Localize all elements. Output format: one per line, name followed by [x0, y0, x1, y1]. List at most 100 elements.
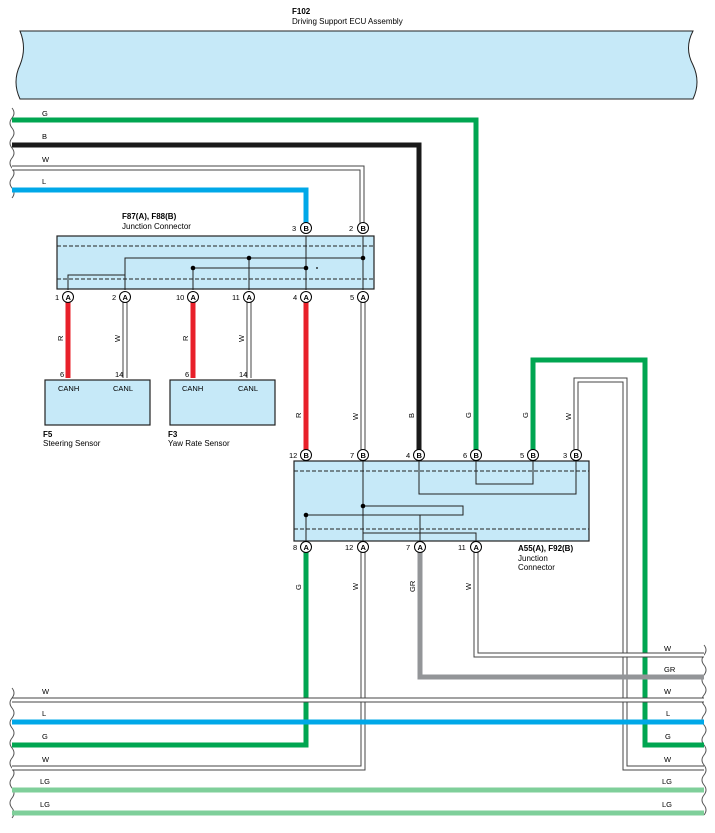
svg-text:CANH: CANH	[182, 384, 203, 393]
svg-text:B: B	[361, 224, 367, 233]
jc1-code: F87(A), F88(B)	[122, 212, 177, 221]
svg-text:4: 4	[406, 451, 410, 460]
wire-b-top	[12, 142, 422, 454]
jc1-pin: B 3	[292, 222, 312, 234]
svg-text:6: 6	[60, 370, 64, 379]
wire-g-top	[12, 117, 479, 454]
right-break-marks	[701, 644, 707, 816]
jc2-pin: A 7	[406, 541, 426, 553]
jc1-junction-dots	[190, 255, 366, 271]
svg-text:8: 8	[293, 543, 297, 552]
svg-text:5: 5	[520, 451, 524, 460]
wire-label: G	[42, 109, 48, 118]
wire-label: W	[113, 334, 122, 342]
sensor-code: F3	[168, 430, 178, 439]
wire-w-right	[473, 552, 704, 658]
svg-text:2: 2	[112, 293, 116, 302]
wire-label: B	[42, 132, 47, 141]
sensor-code: F5	[43, 430, 53, 439]
svg-text:CANL: CANL	[113, 384, 133, 393]
jc1-pin: A 4	[293, 291, 312, 303]
wire-label: W	[42, 687, 50, 696]
wire-label: W	[664, 644, 672, 653]
wire-l-top	[12, 187, 309, 223]
wire-label: W	[351, 412, 360, 420]
ecu-box	[15, 30, 698, 100]
svg-text:14: 14	[115, 370, 123, 379]
wire-label: W	[237, 334, 246, 342]
svg-text:6: 6	[463, 451, 467, 460]
wire-label: R	[56, 335, 65, 341]
svg-text:1: 1	[55, 293, 59, 302]
svg-text:B: B	[531, 451, 537, 460]
svg-text:14: 14	[239, 370, 247, 379]
wire-label: G	[521, 412, 530, 418]
jc1-box	[56, 235, 375, 290]
svg-text:A: A	[66, 293, 72, 302]
wire-label: G	[42, 732, 48, 741]
wire-label: G	[294, 584, 303, 590]
jc1-pin: A 1	[55, 291, 74, 303]
jc2-pin: A 8	[293, 541, 312, 553]
jc1-pin: B 2	[349, 222, 369, 234]
wire-w-top	[12, 165, 365, 223]
wire-w-loop	[573, 377, 704, 771]
svg-text:7: 7	[350, 451, 354, 460]
svg-text:A: A	[304, 543, 310, 552]
wire-label: W	[664, 755, 672, 764]
jc1-pin: A 5	[350, 291, 369, 303]
svg-text:12: 12	[289, 451, 297, 460]
jc2-pin: A 12	[345, 541, 369, 553]
jc2-box	[293, 460, 590, 542]
sensor-name: Steering Sensor	[43, 439, 101, 448]
jc2-name: Connector	[518, 563, 555, 572]
jc1-pin: A 11	[232, 291, 255, 303]
jc2-pin: B 5	[520, 449, 539, 461]
wire-label: GR	[664, 665, 676, 674]
svg-text:B: B	[361, 451, 367, 460]
ecu-name: Driving Support ECU Assembly	[292, 17, 403, 26]
svg-text:12: 12	[345, 543, 353, 552]
wire-label: W	[664, 687, 672, 696]
wire-label: W	[464, 582, 473, 590]
svg-text:A: A	[191, 293, 197, 302]
svg-text:2: 2	[349, 224, 353, 233]
wire-label: L	[42, 709, 46, 718]
jc2-internal-bus	[305, 461, 577, 547]
jc2-pin: B 4	[406, 449, 425, 461]
jc2-junction-dots	[303, 503, 366, 518]
wire-label: LG	[662, 777, 672, 786]
svg-text:B: B	[574, 451, 580, 460]
left-break-marks	[9, 107, 15, 819]
jc2-pin: B 7	[350, 449, 369, 461]
wire-label: L	[42, 177, 46, 186]
svg-text:11: 11	[458, 543, 466, 552]
sensor-steering: 6 14 CANH CANL F5 Steering Sensor	[43, 370, 151, 448]
wire-label: LG	[40, 800, 50, 809]
wire-label: R	[181, 335, 190, 341]
svg-text:CANH: CANH	[58, 384, 79, 393]
sensor-yaw-rate: 6 14 CANH CANL F3 Yaw Rate Sensor	[168, 370, 276, 448]
wire-g-down	[12, 552, 309, 748]
wire-label: W	[351, 582, 360, 590]
svg-text:11: 11	[232, 293, 240, 302]
svg-text:A: A	[304, 293, 310, 302]
wire-w-down2	[12, 552, 366, 771]
svg-text:B: B	[474, 451, 480, 460]
jc1-pin: A 2	[112, 291, 131, 303]
svg-text:6: 6	[185, 370, 189, 379]
jc2-code: A55(A), F92(B)	[518, 544, 573, 553]
wire-label: B	[407, 413, 416, 418]
svg-text:B: B	[417, 451, 423, 460]
wire-label: W	[42, 155, 50, 164]
wire-label: W	[42, 755, 50, 764]
jc2-pin: B 6	[463, 449, 482, 461]
svg-text:B: B	[304, 451, 310, 460]
jc1-name: Junction Connector	[122, 222, 191, 231]
jc2-name: Junction	[518, 554, 548, 563]
sensor-name: Yaw Rate Sensor	[168, 439, 230, 448]
svg-text:3: 3	[563, 451, 567, 460]
svg-text:A: A	[361, 543, 367, 552]
wire-label: GR	[408, 580, 417, 592]
